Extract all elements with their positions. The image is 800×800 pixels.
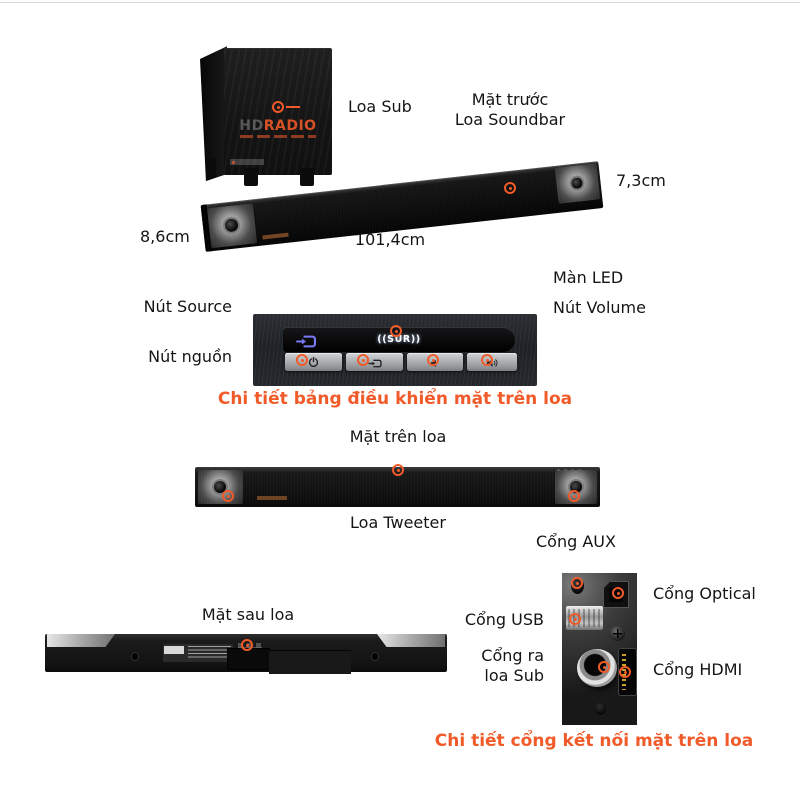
label-front-line1: Mặt trước — [471, 90, 549, 109]
callout-dot-sub — [272, 101, 284, 113]
callout-dot-sub-out — [598, 661, 610, 673]
label-front-line2: Loa Soundbar — [454, 109, 566, 129]
label-mat-tren-loa: Mặt trên loa — [349, 427, 447, 446]
callout-dot-volume-up — [481, 354, 493, 366]
power-button — [285, 353, 342, 371]
label-nut-source: Nút Source — [143, 297, 232, 316]
led-display-text: ((SUR)) — [377, 334, 421, 345]
keyhole-mount-left — [131, 652, 139, 661]
tweeter-housing-right — [554, 163, 601, 204]
label-man-led: Màn LED — [553, 268, 624, 287]
callout-dot-led — [390, 325, 402, 337]
label-nut-nguon: Nút nguồn — [148, 347, 232, 366]
brand-sticker — [164, 646, 184, 654]
tweeter-housing-left — [198, 470, 243, 504]
dimension-height: 7,3cm — [616, 171, 666, 190]
keyhole-mount-right — [371, 652, 379, 661]
label-cong-aux: Cổng AUX — [536, 532, 616, 551]
callout-dot-tweeter-left — [222, 490, 234, 502]
tweeter-cone-left — [222, 215, 241, 235]
callout-dot-top-view — [392, 464, 404, 476]
subwoofer-foot — [206, 158, 216, 178]
label-front-soundbar: Mặt trước Loa Soundbar — [430, 90, 590, 129]
hdradio-watermark: HDRADIO — [224, 119, 332, 133]
label-sub-out-line1: Cổng ra — [481, 646, 544, 665]
label-cong-hdmi: Cổng HDMI — [653, 660, 743, 679]
power-icon — [308, 353, 319, 372]
label-cong-optical: Cổng Optical — [653, 584, 756, 603]
subwoofer-foot — [300, 168, 314, 186]
caption-control-panel: Chi tiết bảng điều khiển mặt trên loa — [217, 389, 573, 409]
soundbar-left-edge — [200, 204, 212, 252]
soundbar-brand-badge — [262, 232, 289, 239]
connection-recess — [227, 648, 270, 670]
callout-dot-optical — [612, 587, 624, 599]
callout-dot-power — [296, 354, 308, 366]
callout-dot-source — [357, 354, 369, 366]
label-sub-out-line2: loa Sub — [484, 665, 544, 685]
soundbar-brand-badge — [257, 496, 287, 500]
top-hairline — [0, 2, 800, 3]
dimension-depth: 8,6cm — [140, 227, 190, 246]
callout-dot-front — [504, 182, 516, 194]
mounting-hole — [595, 702, 606, 715]
callout-dot-tweeter-right — [568, 490, 580, 502]
tweeter-housing-left — [207, 203, 258, 249]
top-panel-button — [571, 468, 574, 471]
top-panel-button — [578, 468, 581, 471]
spec-sticker — [163, 644, 233, 662]
input-source-icon — [295, 333, 317, 352]
end-cap-left — [47, 634, 115, 647]
ports-detail-photo — [562, 573, 637, 725]
callout-dot-aux — [571, 577, 583, 589]
tweeter-cone-right — [568, 174, 586, 192]
source-button — [346, 353, 403, 371]
top-panel-button — [557, 468, 560, 471]
rear-panel-inset — [269, 650, 351, 674]
dimension-width: 101,4cm — [354, 230, 426, 249]
input-source-icon — [368, 353, 382, 372]
sub-out-port — [577, 649, 617, 687]
callout-dot-rear-view — [241, 639, 253, 651]
screw — [610, 626, 625, 641]
caption-ports-detail: Chi tiết cổng kết nối mặt trên loa — [434, 731, 754, 751]
callout-dot-volume-down — [427, 354, 439, 366]
spec-text-lines — [188, 646, 231, 660]
callout-dot-usb — [569, 613, 581, 625]
top-panel-button — [564, 468, 567, 471]
subwoofer-foot — [244, 168, 258, 186]
label-loa-tweeter: Loa Tweeter — [350, 513, 446, 532]
watermark-radio: RADIO — [263, 118, 317, 134]
end-cap-right — [377, 634, 445, 647]
label-nut-volume: Nút Volume — [553, 298, 646, 317]
label-cong-usb: Cổng USB — [464, 610, 544, 629]
watermark-tagline-bar — [240, 135, 316, 138]
subwoofer-brand-badge — [230, 159, 264, 165]
label-mat-sau-loa: Mặt sau loa — [201, 605, 295, 624]
callout-dot-hdmi — [619, 666, 631, 678]
watermark-hd: HD — [239, 118, 264, 134]
label-cong-ra-loa-sub: Cổng ra loa Sub — [452, 646, 544, 685]
label-loa-sub: Loa Sub — [348, 97, 412, 116]
